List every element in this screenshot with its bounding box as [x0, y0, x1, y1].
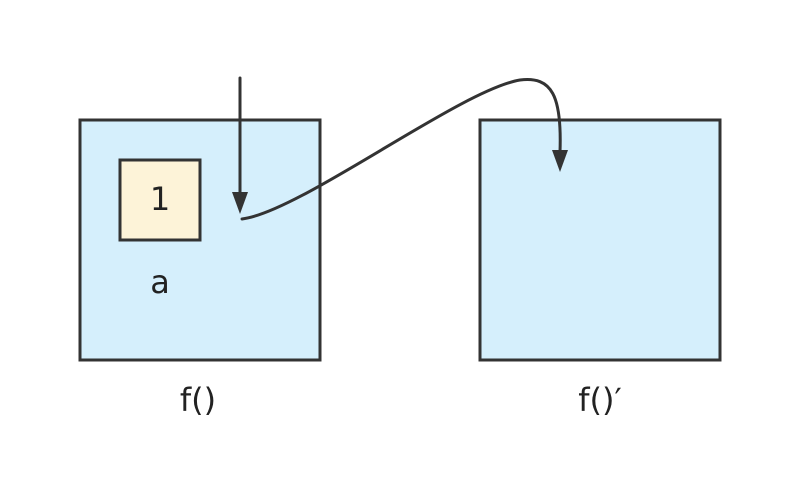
transfer-arrow — [240, 78, 568, 221]
frame-left: 1 a — [78, 118, 322, 362]
entry-arrowhead-icon — [232, 192, 248, 214]
frame-right-label: f()′ — [578, 381, 622, 419]
variable-cell-box — [118, 158, 202, 242]
variable-cell: 1 — [118, 158, 202, 242]
variable-name-label: a — [150, 263, 170, 301]
frame-right — [478, 118, 722, 362]
frame-left-label: f() — [180, 381, 216, 419]
frame-right-box — [478, 118, 722, 362]
variable-cell-value: 1 — [150, 180, 170, 218]
transfer-arrowhead-icon — [552, 150, 568, 172]
entry-arrow — [232, 76, 248, 214]
transfer-arrow-curve — [240, 78, 562, 221]
